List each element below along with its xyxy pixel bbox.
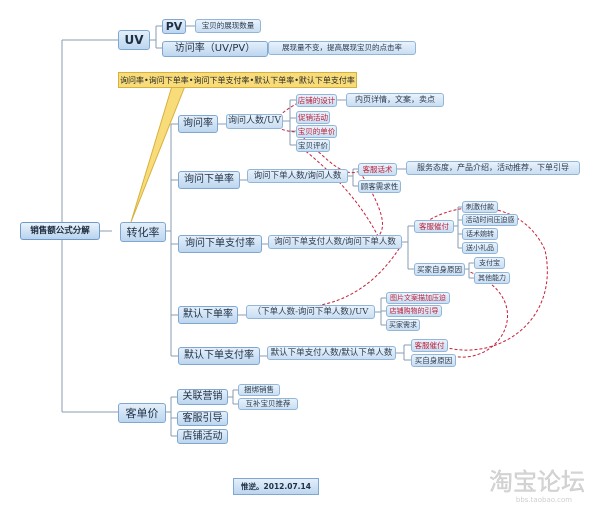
inquiry-formula: 询问人数/UV	[226, 114, 283, 129]
conversion-node[interactable]: 转化率	[120, 222, 166, 242]
inquiry-order-formula: 询问下单人数/询问人数	[247, 169, 348, 183]
buyer-demand-node: 顾客需求性	[358, 180, 401, 193]
urge-item-tactful: 话术婉转	[462, 228, 498, 240]
buyer-item-alipay: 支付宝	[474, 257, 505, 269]
urge-item-gift: 送小礼品	[462, 242, 498, 254]
watermark-url: bbs.taobao.com	[516, 496, 572, 504]
assoc-item-complement: 互补宝贝推荐	[238, 398, 298, 410]
author-date-label: 惟逆。2012.07.14	[233, 478, 319, 495]
watermark-title: 淘宝论坛	[489, 468, 585, 496]
visit-rate-desc: 展现量不变，提高展现宝贝的点击率	[268, 41, 416, 55]
cs-guide-node[interactable]: 客服引导	[177, 411, 228, 426]
unit-price-node[interactable]: 客单价	[118, 403, 166, 423]
inquiry-pay-rate-node[interactable]: 询问下单支付率	[178, 235, 262, 253]
inquiry-item-price: 宝贝的单价	[296, 125, 337, 138]
default-cs-urge-node: 客服催付	[411, 339, 448, 352]
callout-note: 询问率•询问下单率•询问下单支付率•默认下单率•默认下单支付率	[118, 72, 357, 88]
default-item-demand: 买家需求	[386, 319, 420, 331]
pv-node[interactable]: PV	[162, 19, 186, 34]
inquiry-order-rate-node[interactable]: 询问下单率	[178, 171, 240, 189]
default-buyer-reason-node: 买自身原因	[411, 354, 456, 367]
shop-activity-node[interactable]: 店铺活动	[177, 429, 228, 444]
inquiry-item-design: 店铺的设计	[296, 94, 337, 107]
assoc-marketing-node[interactable]: 关联营销	[177, 389, 228, 405]
cs-script-node: 客服话术	[358, 163, 397, 176]
watermark-logo: 淘宝论坛 bbs.taobao.com	[489, 468, 585, 504]
default-item-guide: 店铺购物的引导	[386, 305, 442, 317]
urge-item-stimulate: 刺激付款	[462, 201, 498, 213]
cs-urge-pay-node: 客服催付	[414, 220, 454, 233]
inquiry-item-promo: 促销活动	[296, 111, 330, 124]
root-node[interactable]: 销售额公式分解	[20, 222, 100, 240]
inquiry-item-review: 宝贝评价	[296, 139, 330, 152]
uv-node[interactable]: UV	[118, 30, 150, 50]
default-order-rate-node[interactable]: 默认下单率	[178, 306, 238, 324]
default-pay-formula: 默认下单支付人数/默认下单人数	[267, 346, 396, 360]
urge-item-time-pressure: 活动时间压迫感	[462, 214, 518, 226]
assoc-item-bundle: 捆绑销售	[238, 384, 280, 396]
visit-rate-node[interactable]: 访问率（UV/PV）	[162, 41, 268, 57]
inquiry-rate-node[interactable]: 询问率	[178, 115, 218, 133]
inquiry-item-detail: 内页详情，文案，卖点	[346, 93, 444, 107]
default-order-formula: （下单人数-询问下单人数)/UV	[246, 305, 375, 319]
buyer-reason-node: 买家自身原因	[414, 263, 465, 276]
pv-desc: 宝贝的展现数量	[195, 19, 261, 33]
inquiry-pay-formula: 询问下单支付人数/询问下单人数	[268, 235, 402, 249]
default-item-image: 图片文案描加压迫	[386, 292, 450, 304]
cs-script-desc: 服务态度，产品介绍，活动推荐，下单引导	[406, 161, 580, 175]
default-pay-rate-node[interactable]: 默认下单支付率	[178, 347, 260, 365]
buyer-item-ability: 其他能力	[474, 272, 510, 284]
